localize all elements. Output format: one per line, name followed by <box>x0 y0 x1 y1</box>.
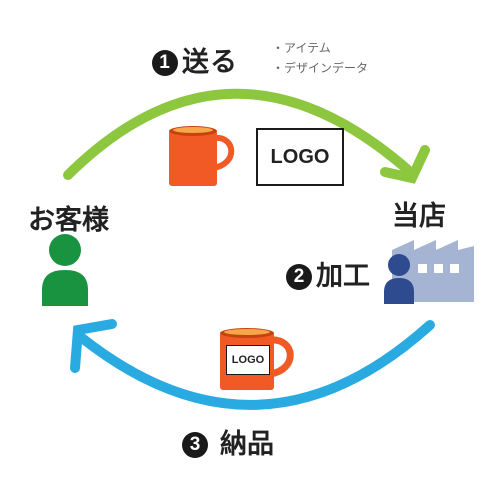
step-deliver-label: 3 納品 <box>182 422 274 461</box>
send-item-design-data: ・デザインデータ <box>272 61 369 75</box>
mug-logo-print: LOGO <box>226 345 270 375</box>
step-process-text: 加工 <box>316 261 370 292</box>
step-3-badge: 3 <box>182 432 208 458</box>
deliver-arrowhead <box>70 319 117 373</box>
customer-person-icon <box>42 234 88 306</box>
mug-icon <box>169 126 235 186</box>
mug-logo-text: LOGO <box>231 354 265 366</box>
step-1-badge: 1 <box>152 50 178 76</box>
logo-design-box: LOGO <box>256 128 344 186</box>
step-deliver-text: 納品 <box>220 429 274 460</box>
step-send-text: 送る <box>182 47 238 78</box>
send-item-item: ・アイテム <box>272 41 331 55</box>
step-2-badge: 2 <box>286 264 312 290</box>
send-arrowhead <box>380 145 430 184</box>
send-items-list: ・アイテム ・デザインデータ <box>272 38 368 78</box>
deliver-arrow <box>77 320 435 410</box>
logo-text: LOGO <box>270 146 330 168</box>
shop-label: 当店 <box>392 201 446 232</box>
send-arrow <box>63 88 413 180</box>
customer-label: お客様 <box>28 205 109 236</box>
worker-person-icon <box>384 254 414 304</box>
